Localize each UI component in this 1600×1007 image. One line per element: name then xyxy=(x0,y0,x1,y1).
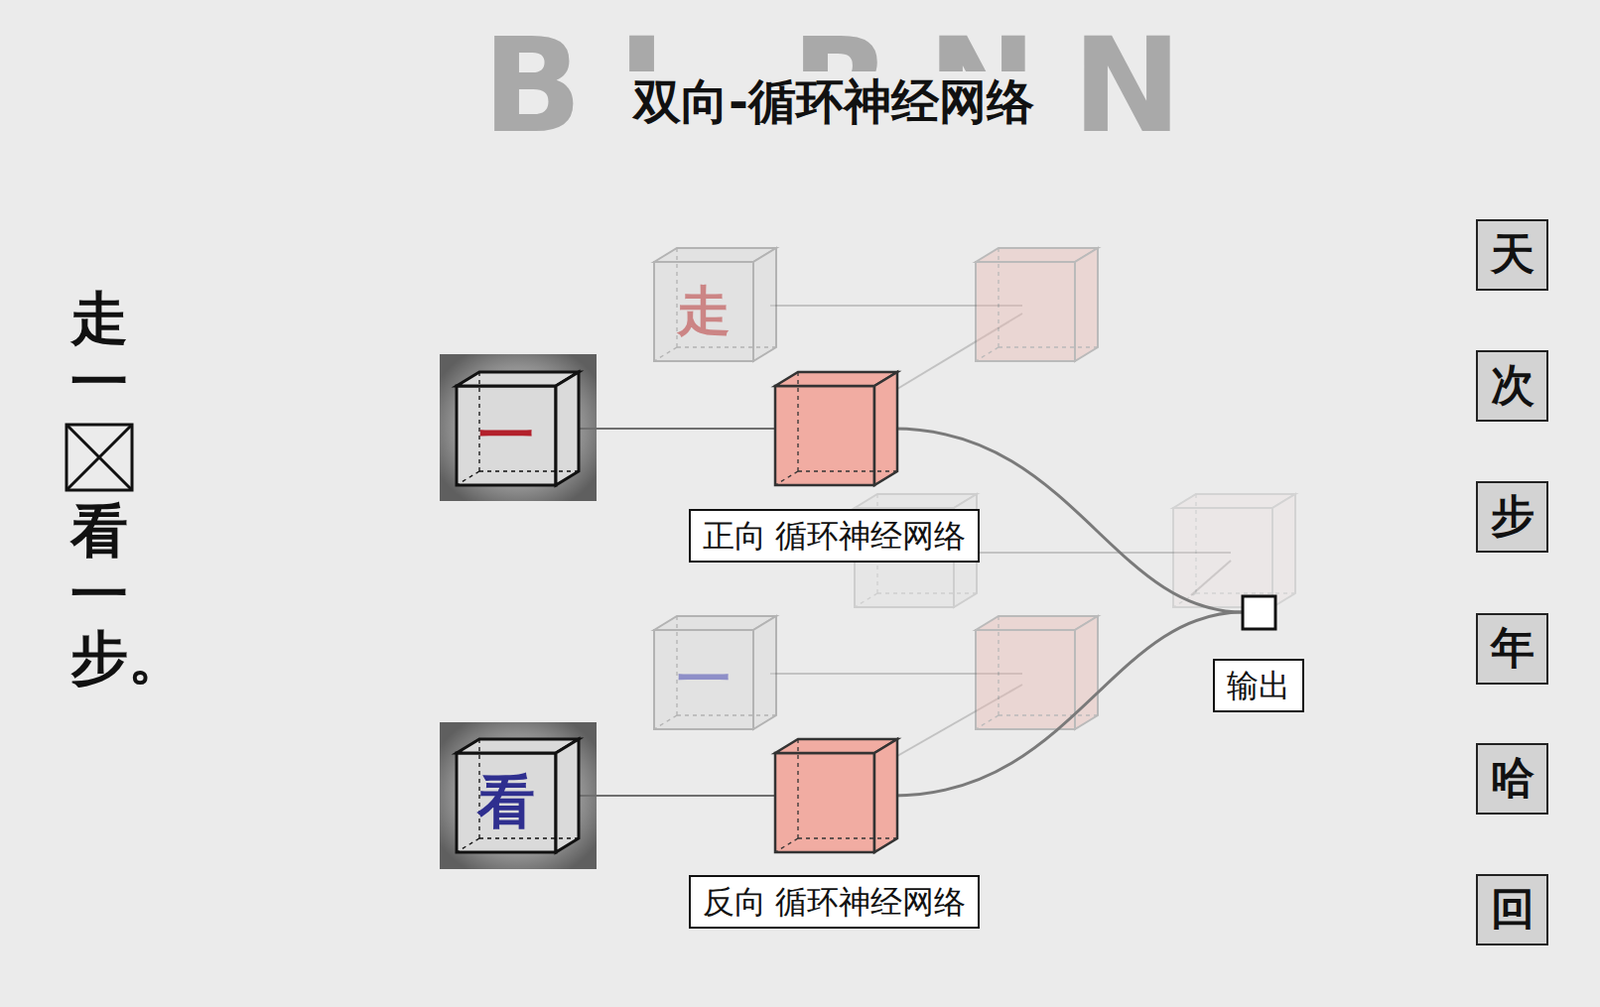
output-char-box: 次 xyxy=(1475,350,1549,422)
title: 双向-循环神经网络 xyxy=(623,71,1045,134)
output-char-box: 步 xyxy=(1475,481,1549,553)
cube-character: 一 xyxy=(676,653,731,707)
faded-cube xyxy=(1173,494,1296,608)
input-cube xyxy=(456,739,579,853)
output-character: 次 xyxy=(1490,364,1535,408)
rnn-label: 反向 循环神经网络 xyxy=(688,875,980,930)
cube-character: 一 xyxy=(478,407,534,464)
output-character: 步 xyxy=(1490,495,1535,539)
cube-shadow xyxy=(439,354,597,502)
output-char-box: 回 xyxy=(1475,874,1549,946)
output-char-box: 天 xyxy=(1475,219,1549,291)
output-char-box: 年 xyxy=(1475,613,1549,685)
rnn-cell-cube xyxy=(775,372,898,486)
faded-cube xyxy=(975,248,1098,362)
faded-input-cube: 走 xyxy=(654,262,754,362)
faded-input-cube: 一 xyxy=(654,630,754,730)
masked-char-box xyxy=(66,424,133,491)
cube-shadow xyxy=(439,722,597,870)
label-text: 正向 循环神经网络 xyxy=(702,516,966,556)
faded-cube xyxy=(975,616,1098,730)
input-cube: 看 xyxy=(456,753,556,853)
output-char-box: 哈 xyxy=(1475,743,1549,815)
label-text: 反向 循环神经网络 xyxy=(702,882,966,923)
output-character: 哈 xyxy=(1490,757,1535,801)
faded-cube xyxy=(654,616,777,730)
wires xyxy=(557,428,776,797)
vertical-text: 走一 xyxy=(70,287,129,415)
output-square xyxy=(1242,596,1276,630)
output-curves xyxy=(893,428,1243,797)
cube-character: 看 xyxy=(477,774,535,832)
input-cube: 一 xyxy=(456,386,556,486)
output-label: 输出 xyxy=(1212,659,1305,713)
label-text: 输出 xyxy=(1226,666,1291,706)
output-character: 年 xyxy=(1490,627,1535,671)
output-character: 回 xyxy=(1490,888,1535,933)
vertical-text: 看一步。 xyxy=(70,500,129,690)
rnn-cell-cube xyxy=(775,739,898,853)
input-cube xyxy=(456,372,579,486)
rnn-label: 正向 循环神经网络 xyxy=(688,509,980,563)
faded-cube xyxy=(654,248,777,362)
cube-character: 走 xyxy=(676,284,731,339)
output-character: 天 xyxy=(1490,233,1535,277)
faded-cubes xyxy=(654,248,1098,730)
